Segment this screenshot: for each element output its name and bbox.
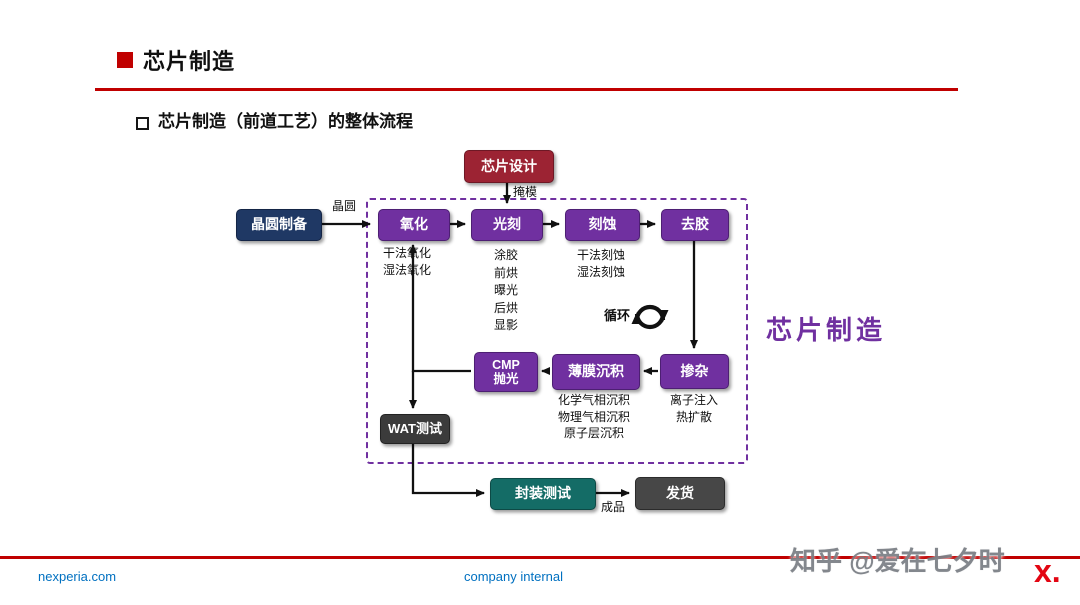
etch-note: 湿法刻蚀 bbox=[576, 265, 625, 279]
nexperia-logo: x. bbox=[1034, 553, 1061, 589]
etch-note: 干法刻蚀 bbox=[576, 248, 625, 262]
litho-note: 前烘 bbox=[493, 265, 518, 280]
doping-note: 离子注入 bbox=[669, 393, 718, 407]
node-ship: 发货 bbox=[635, 477, 725, 510]
deposition-note: 化学气相沉积 bbox=[557, 393, 630, 407]
lithography-notes: 涂胶 前烘 曝光 后烘 显影 bbox=[467, 247, 545, 335]
node-package-test: 封装测试 bbox=[490, 478, 596, 510]
etch-notes: 干法刻蚀 湿法刻蚀 bbox=[555, 247, 647, 281]
front-end-process-boundary bbox=[366, 198, 748, 464]
node-cmp-polish: CMP 抛光 bbox=[474, 352, 538, 392]
deposition-note: 物理气相沉积 bbox=[557, 409, 630, 424]
node-wafer-prep: 晶圆制备 bbox=[236, 209, 322, 241]
zhihu-watermark: 知乎 @爱在七夕时 bbox=[790, 546, 1005, 576]
doping-notes: 离子注入 热扩散 bbox=[656, 392, 732, 426]
edge-label-wafer: 晶圆 bbox=[332, 199, 357, 213]
edge-label-mask: 掩模 bbox=[513, 185, 538, 199]
cmp-line-1: CMP bbox=[492, 358, 520, 372]
subtitle-bullet-square bbox=[136, 117, 149, 130]
node-doping: 掺杂 bbox=[660, 354, 729, 389]
footer-website: nexperia.com bbox=[38, 569, 117, 584]
header-divider-line bbox=[95, 88, 958, 91]
node-wat-test: WAT测试 bbox=[380, 414, 450, 444]
doping-note: 热扩散 bbox=[675, 410, 712, 424]
section-subtitle: 芯片制造（前道工艺）的整体流程 bbox=[158, 112, 413, 131]
litho-note: 涂胶 bbox=[493, 248, 518, 262]
deposition-notes: 化学气相沉积 物理气相沉积 原子层沉积 bbox=[538, 392, 650, 442]
edge-label-finished-goods: 成品 bbox=[601, 500, 626, 514]
node-resist-strip: 去胶 bbox=[661, 209, 729, 241]
title-bullet-square bbox=[117, 52, 133, 68]
litho-note: 显影 bbox=[493, 318, 518, 333]
oxidation-note: 干法氧化 bbox=[382, 246, 431, 260]
deposition-note: 原子层沉积 bbox=[563, 426, 624, 440]
node-etch: 刻蚀 bbox=[565, 209, 640, 241]
oxidation-note: 湿法氧化 bbox=[382, 263, 431, 277]
footer-classification: company internal bbox=[464, 569, 563, 584]
node-thin-film-deposition: 薄膜沉积 bbox=[552, 354, 640, 390]
litho-note: 曝光 bbox=[493, 283, 518, 298]
node-oxidation: 氧化 bbox=[378, 209, 450, 241]
cmp-line-2: 抛光 bbox=[493, 372, 519, 386]
litho-note: 后烘 bbox=[493, 300, 518, 315]
footer-divider-line bbox=[0, 556, 1080, 559]
edge-label-cycle: 循环 bbox=[604, 308, 631, 323]
page-title: 芯片制造 bbox=[143, 49, 236, 74]
node-chip-design: 芯片设计 bbox=[464, 150, 554, 183]
oxidation-notes: 干法氧化 湿法氧化 bbox=[366, 245, 448, 279]
region-label: 芯片制造 bbox=[766, 315, 887, 345]
node-lithography: 光刻 bbox=[471, 209, 543, 241]
